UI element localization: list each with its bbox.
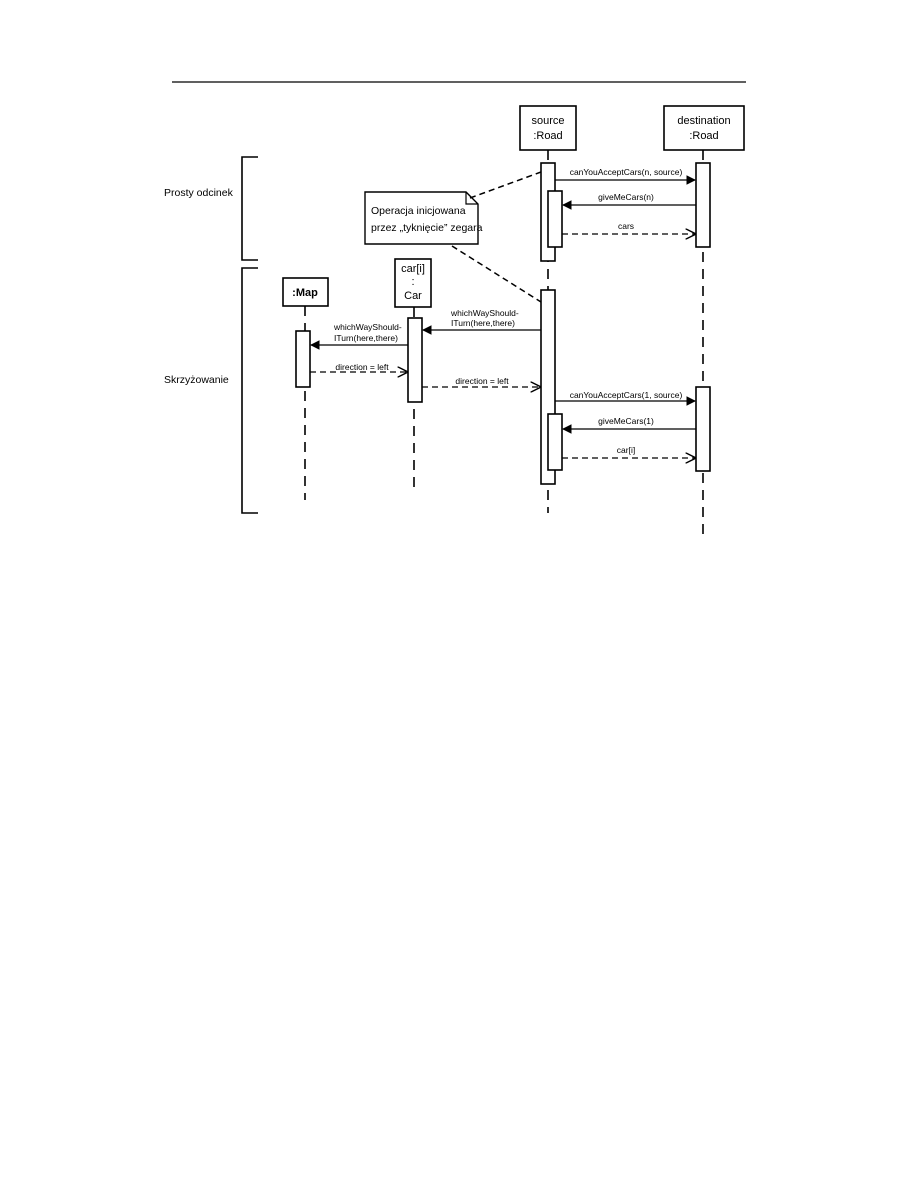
bracket-straight bbox=[241, 156, 258, 261]
message-direction-map-to-car: direction = left bbox=[310, 362, 407, 372]
activation-destination-1 bbox=[695, 162, 711, 248]
svg-text:cars: cars bbox=[618, 221, 634, 231]
svg-text:direction = left: direction = left bbox=[455, 376, 509, 386]
message-give-me-cars-n: giveMeCars(n) bbox=[562, 192, 696, 210]
activation-destination-2 bbox=[695, 386, 711, 472]
activation-source-1-nested bbox=[547, 190, 563, 248]
svg-text:car[i]: car[i] bbox=[617, 445, 635, 455]
svg-text:whichWayShould-: whichWayShould- bbox=[333, 322, 402, 332]
note-connector-bottom bbox=[451, 245, 542, 303]
svg-text:giveMeCars(n): giveMeCars(n) bbox=[598, 192, 654, 202]
activation-source-2-nested bbox=[547, 413, 563, 471]
svg-text::Road: :Road bbox=[533, 130, 562, 142]
svg-text:direction = left: direction = left bbox=[335, 362, 389, 372]
svg-text:source: source bbox=[531, 115, 564, 127]
activation-map bbox=[295, 330, 311, 388]
message-can-you-accept-cars-1: canYouAcceptCars(1, source) bbox=[555, 390, 696, 406]
svg-text:destination: destination bbox=[677, 115, 730, 127]
svg-text:canYouAcceptCars(n, source): canYouAcceptCars(n, source) bbox=[570, 167, 683, 177]
message-can-you-accept-cars-n: canYouAcceptCars(n, source) bbox=[555, 167, 696, 185]
svg-text:ITurn(here,there): ITurn(here,there) bbox=[334, 333, 398, 343]
message-which-way-source-to-car: whichWayShould- ITurn(here,there) bbox=[422, 308, 541, 335]
message-cars-return: cars bbox=[562, 221, 695, 234]
message-which-way-car-to-map: whichWayShould- ITurn(here,there) bbox=[310, 322, 408, 350]
section-label-straight: Prosty odcinek bbox=[164, 187, 234, 199]
svg-text:giveMeCars(1): giveMeCars(1) bbox=[598, 416, 654, 426]
svg-text:car[i]: car[i] bbox=[401, 263, 425, 275]
message-car-i-return: car[i] bbox=[562, 445, 695, 458]
note-clock-tick: Operacja inicjowana przez „tyknięcie” ze… bbox=[364, 191, 483, 245]
svg-text:whichWayShould-: whichWayShould- bbox=[450, 308, 519, 318]
svg-text::: : bbox=[411, 276, 414, 288]
svg-text:canYouAcceptCars(1, source): canYouAcceptCars(1, source) bbox=[570, 390, 683, 400]
activation-car bbox=[407, 317, 423, 403]
bracket-intersection bbox=[241, 267, 258, 514]
participant-map: :Map bbox=[282, 277, 329, 307]
svg-text:Operacja inicjowana: Operacja inicjowana bbox=[371, 205, 466, 217]
svg-text:Car: Car bbox=[404, 290, 422, 302]
message-give-me-cars-1: giveMeCars(1) bbox=[562, 416, 696, 434]
participant-source-road: source :Road bbox=[519, 105, 577, 151]
svg-text::Road: :Road bbox=[689, 130, 718, 142]
participant-car: car[i] : Car bbox=[394, 258, 432, 308]
svg-text::Map: :Map bbox=[292, 287, 318, 299]
svg-text:ITurn(here,there): ITurn(here,there) bbox=[451, 318, 515, 328]
note-connector-top bbox=[469, 171, 542, 199]
participant-destination-road: destination :Road bbox=[663, 105, 745, 151]
svg-text:przez „tyknięcie” zegara: przez „tyknięcie” zegara bbox=[371, 222, 483, 234]
message-direction-car-to-source: direction = left bbox=[422, 376, 540, 387]
section-label-intersection: Skrzyżowanie bbox=[164, 374, 229, 386]
